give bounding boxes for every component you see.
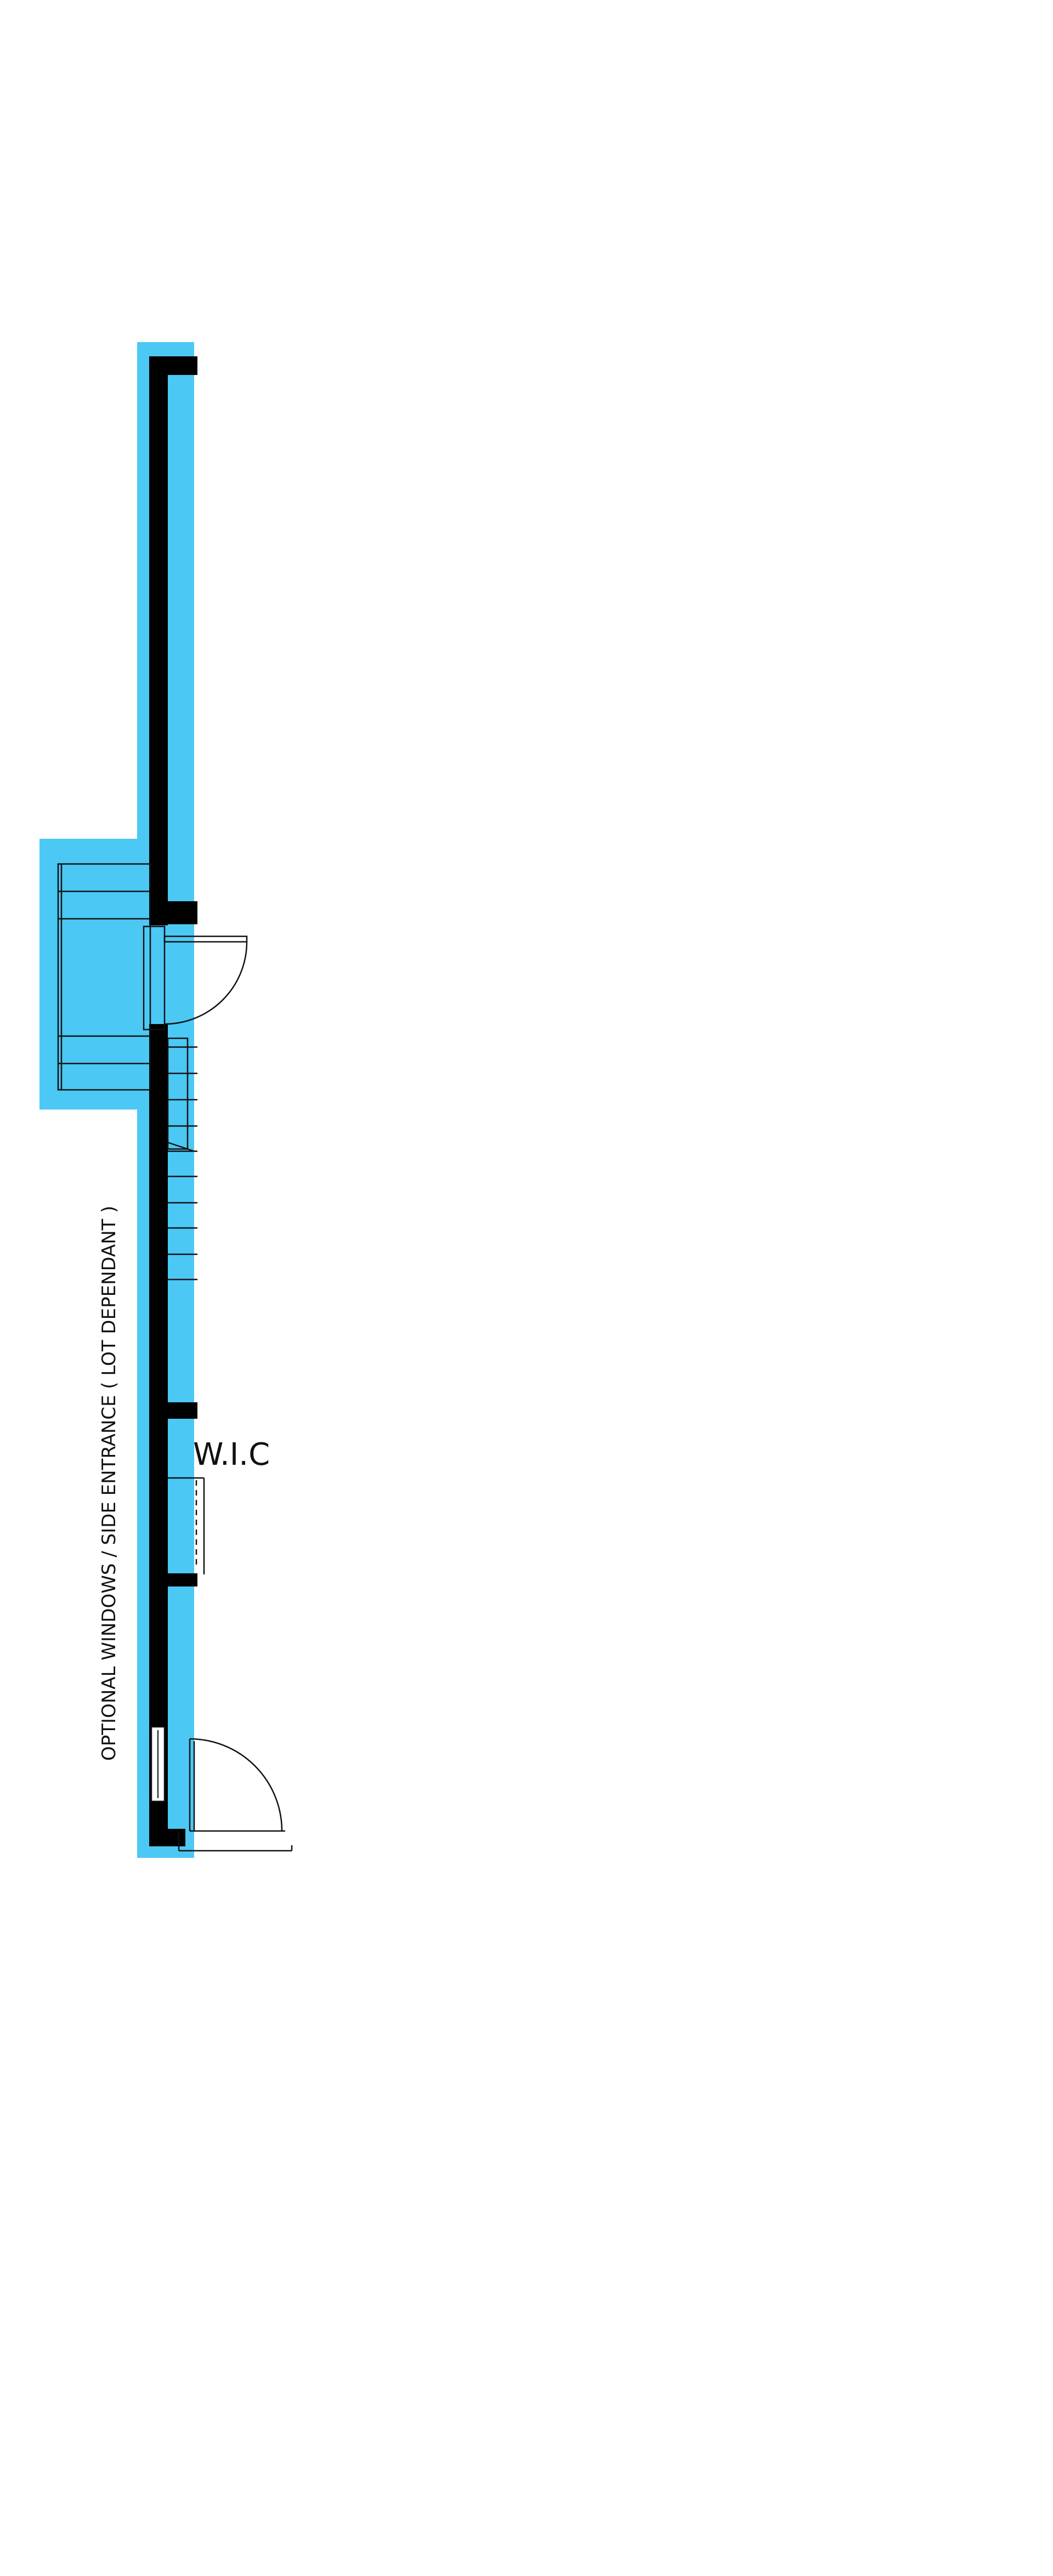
door-swing-icon (143, 925, 248, 1031)
stairs-icon (167, 1037, 197, 1281)
stair-diagonal (167, 1141, 195, 1152)
wall-stub-wic-top (149, 1402, 197, 1419)
wall-top-return (149, 356, 197, 375)
side-entrance-steps (57, 863, 151, 1091)
wall-stub-wic-bottom (149, 1573, 197, 1586)
walls (149, 356, 197, 1846)
door-swing-arc (189, 1738, 283, 1832)
wall-bottom-return (149, 1829, 185, 1846)
door-swing-icon (178, 1738, 293, 1852)
stair-stringer (167, 1037, 189, 1150)
door-frame (143, 925, 166, 1031)
exterior-wall-upper (149, 356, 168, 925)
highlight-side-bump (39, 839, 194, 1110)
wic-door (168, 1477, 205, 1574)
door-swing-arc (164, 941, 248, 1025)
wic-label: W.I.C (193, 1437, 270, 1472)
window-icon (150, 1726, 166, 1802)
exterior-wall-lower (149, 1024, 168, 1846)
optional-windows-label: OPTIONAL WINDOWS / SIDE ENTRANCE ( LOT D… (98, 1205, 120, 1761)
wall-stub-mid-upper (149, 901, 197, 924)
door-leaf (163, 935, 248, 943)
landing-outline (57, 863, 151, 1091)
